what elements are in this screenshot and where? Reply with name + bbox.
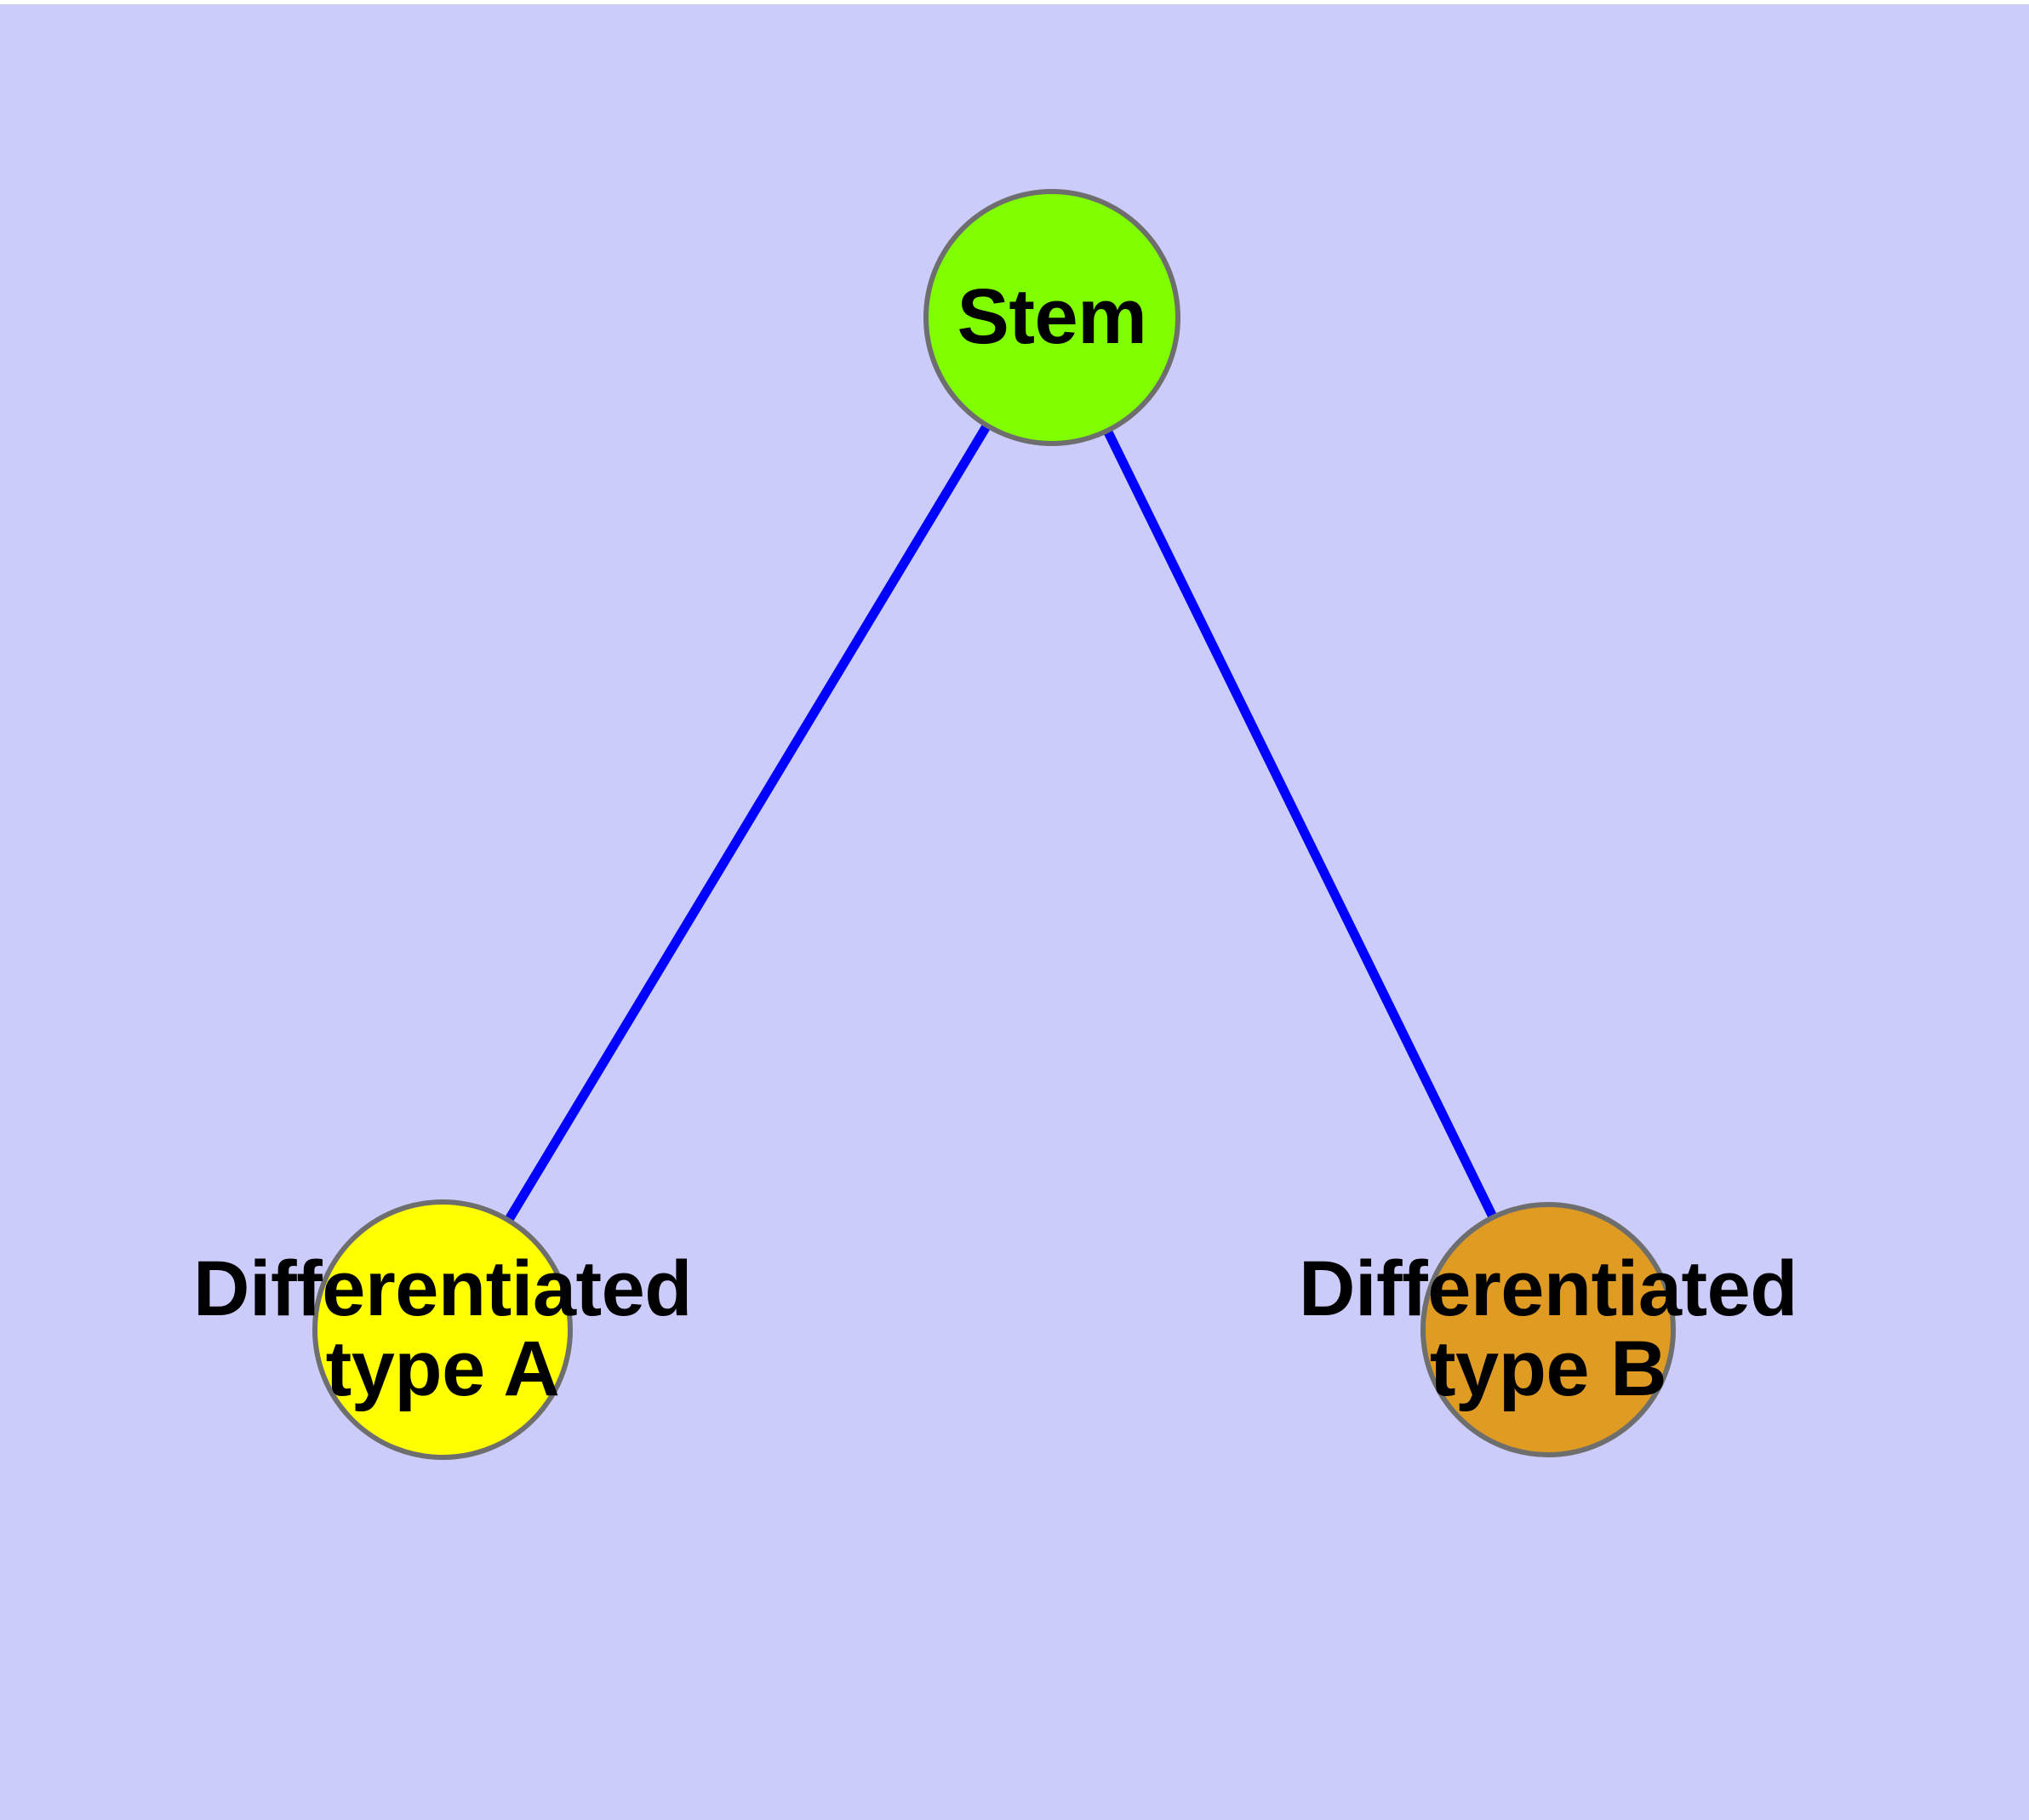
graph-edge[interactable] [1101,425,1499,1223]
edges-group [502,420,1499,1226]
nodes-group [312,189,1676,1460]
graph-node-stem[interactable] [923,189,1180,446]
graph-node-diff_b[interactable] [1420,1202,1676,1457]
graph-edge[interactable] [502,420,993,1226]
graph-node-diff_a[interactable] [312,1199,573,1460]
